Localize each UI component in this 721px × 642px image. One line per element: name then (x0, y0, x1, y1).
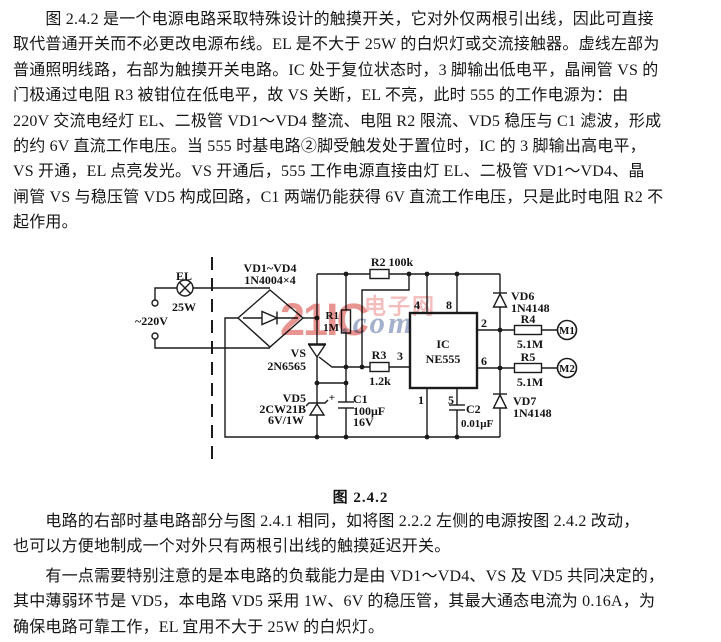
paragraph-line: 门极通过电阻 R3 被钳位在低电平，故 VS 关断，EL 不亮，此时 555 的… (13, 87, 629, 105)
label-vd1-vd4: VD1~VD4 (244, 261, 297, 275)
label-6v1w: 6V/1W (268, 413, 304, 427)
label-vd7-type: 1N4148 (513, 406, 552, 420)
paragraph-line: 其中薄弱环节是 VD5，本电路 VD5 采用 1W、6V 的稳压管，其最大通态电… (13, 593, 656, 611)
junction-dots (314, 271, 503, 440)
paragraph-line: 的约 6V 直流工作电压。当 555 时基电路②脚受触发处于置位时，IC 的 3… (13, 137, 646, 155)
label-r3: R3 (372, 348, 387, 362)
label-ne555: NE555 (426, 352, 461, 366)
paragraph-2: 电路的右部时基电路部分与图 2.4.1 相同，如将图 2.2.2 左侧的电源按图… (13, 509, 711, 560)
label-vd6-type: 1N4148 (511, 301, 550, 315)
label-vd5: VD5 (283, 391, 306, 405)
label-pin8: 8 (446, 298, 452, 312)
label-25w: 25W (172, 300, 196, 314)
label-pin4: 4 (414, 298, 420, 312)
paragraph-line: 闸管 VS 与稳压管 VD5 构成回路，C1 两端仍能获得 6V 直流工作电压，… (13, 188, 664, 206)
label-r2: R2 100k (371, 255, 414, 269)
touch-terminal-m1: M1 (556, 319, 578, 341)
label-pin2: 2 (481, 316, 487, 330)
label-r5: R5 (521, 350, 536, 364)
label-c1: C1 (353, 392, 368, 406)
diode-vd6-symbol (492, 292, 508, 308)
paragraph-line: VS 开通，EL 点亮发光。VS 开通后，555 工作电源直接由灯 EL、二极管… (13, 163, 645, 181)
figure-caption: 图 2.4.2 (332, 490, 389, 506)
label-r4: R4 (521, 312, 536, 326)
label-pin1: 1 (418, 393, 424, 407)
label-pin6: 6 (481, 354, 487, 368)
resistor-r4 (513, 324, 543, 336)
label-2cw21b: 2CW21B (259, 402, 306, 416)
paragraph-3: 有一点需要特别注意的是本电路的负载能力是由 VD1～VD4、VS 及 VD5 共… (13, 564, 711, 640)
terminal-bottom (151, 332, 159, 340)
resistor-r3 (369, 361, 390, 373)
m2-label: M2 (559, 363, 575, 375)
capacitor-c2-symbol (449, 404, 465, 411)
paragraph-line: 取代普通开关而不必更改电源布线。EL 是不大于 25W 的白炽灯或交流接触器。虚… (13, 36, 660, 54)
bridge-diode-symbol (243, 310, 298, 326)
paragraph-line: 220V 交流电经灯 EL、二极管 VD1～VD4 整流、电阻 R2 限流、VD… (13, 112, 662, 130)
label-c2: C2 (466, 402, 481, 416)
label-1n4004: 1N4004×4 (244, 273, 296, 287)
label-vd7: VD7 (513, 394, 536, 408)
paragraph-line: 图 2.4.2 是一个电源电路采取特殊设计的触摸开关，它对外仅两根引出线，因此可… (13, 11, 654, 28)
m1-label: M1 (559, 325, 575, 337)
touch-terminal-m2: M2 (556, 357, 578, 379)
label-pin5: 5 (448, 393, 454, 407)
paragraph-1: 图 2.4.2 是一个电源电路采取特殊设计的触摸开关，它对外仅两根引出线，因此可… (13, 7, 711, 236)
capacitor-c1-symbol (338, 401, 354, 409)
paragraph-line: 也可以方便地制成一个对外只有两根引出线的触摸延迟开关。 (13, 538, 451, 556)
circuit-wires (154, 273, 558, 438)
resistor-r2 (369, 268, 390, 280)
label-vd6: VD6 (511, 289, 534, 303)
label-r5-val: 5.1M (517, 375, 543, 389)
label-ic: IC (436, 337, 449, 351)
thyristor-symbol (307, 343, 327, 359)
paragraph-line: 电路的右部时基电路部分与图 2.4.1 相同，如将图 2.2.2 左侧的电源按图… (13, 513, 640, 530)
ic-555-body (408, 311, 479, 390)
zener-vd5-symbol (305, 399, 329, 416)
label-c2-val: 0.01μF (461, 418, 493, 430)
label-16v: 16V (353, 415, 374, 429)
label-220v: ~220V (135, 314, 168, 328)
resistor-r5 (513, 362, 543, 374)
label-2n6565: 2N6565 (267, 359, 306, 373)
label-r4-val: 5.1M (517, 337, 543, 351)
resistor-r1 (340, 309, 352, 334)
label-1m: 1M (323, 322, 340, 334)
label-1-2k: 1.2k (369, 374, 391, 388)
label-el: EL (176, 269, 192, 283)
label-r1: R1 (326, 310, 339, 322)
paragraph-line: 确保电路可靠工作，EL 宜用不大于 25W 的白炽灯。 (13, 618, 385, 636)
paragraph-line: 普通照明线路，右部为触摸开关电路。IC 处于复位状态时，3 脚输出低电平，晶闸管… (13, 61, 659, 79)
terminal-top (151, 299, 159, 307)
label-pin3: 3 (397, 349, 403, 363)
label-100uf: 100μF (353, 404, 385, 418)
paragraph-line: 有一点需要特别注意的是本电路的负载能力是由 VD1～VD4、VS 及 VD5 共… (13, 568, 665, 585)
label-vs: VS (291, 346, 307, 360)
paragraph-line: 起作用。 (13, 214, 78, 232)
lamp-symbol (176, 279, 194, 297)
label-c1-plus: + (329, 392, 335, 404)
diode-vd7-symbol (492, 393, 508, 409)
